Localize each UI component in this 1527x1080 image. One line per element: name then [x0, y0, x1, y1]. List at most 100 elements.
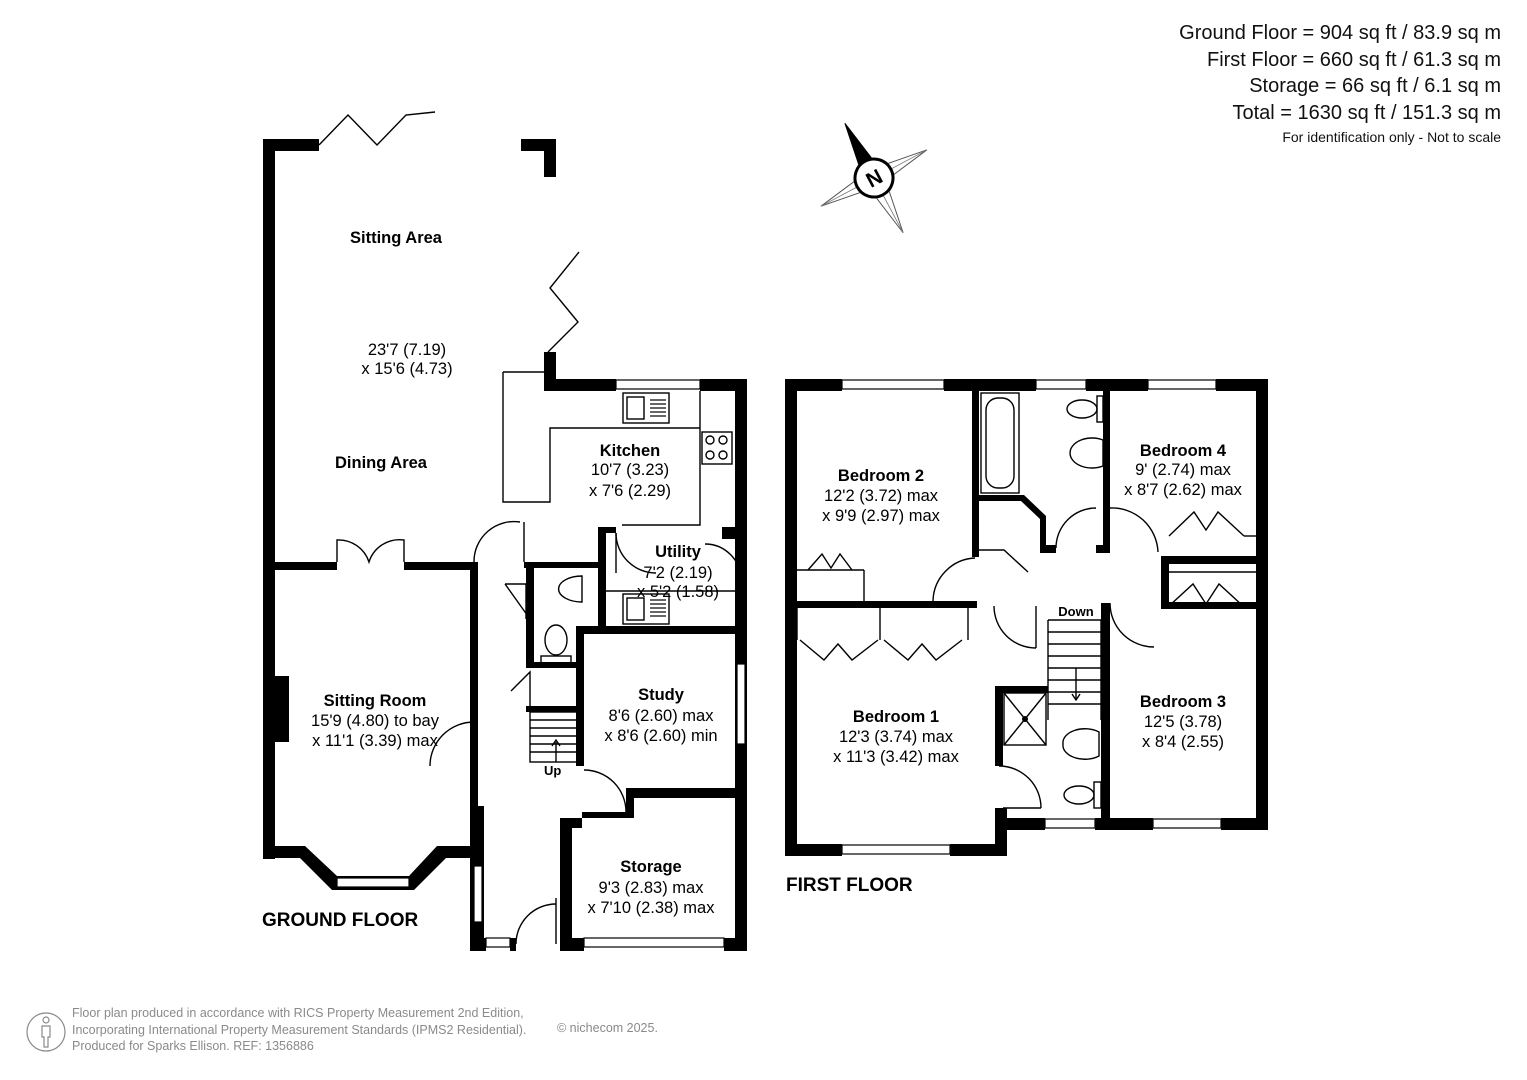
wall — [944, 379, 1036, 391]
room-dims: 12'2 (3.72) max — [824, 487, 939, 505]
window — [841, 844, 951, 855]
wall — [1161, 556, 1268, 564]
wall — [724, 938, 747, 951]
wall — [1101, 603, 1110, 818]
ground-floor-label: GROUND FLOOR — [262, 910, 418, 931]
french-doors — [336, 538, 405, 565]
wall — [785, 379, 797, 856]
stairs-down-label: Down — [1058, 604, 1093, 619]
wall — [972, 379, 979, 557]
wall — [560, 938, 584, 951]
room-dims: x 11'1 (3.39) max — [312, 732, 438, 750]
front-door-swing — [515, 903, 557, 945]
wall — [437, 846, 482, 858]
understairs-door — [510, 670, 531, 706]
wall — [524, 562, 604, 568]
room-dims: x 7'10 (2.38) max — [588, 899, 716, 917]
wall — [785, 379, 842, 391]
room-dims: x 9'9 (2.97) max — [822, 507, 941, 525]
storage-area: Storage = 66 sq ft / 6.1 sq m — [1249, 75, 1501, 97]
wall — [1216, 379, 1268, 391]
garage-door — [583, 937, 725, 948]
door-swing — [505, 583, 527, 619]
first-floor-area: First Floor = 660 sq ft / 61.3 sq m — [1206, 48, 1501, 71]
kitchen-sink — [622, 392, 670, 424]
footer-line-1: Floor plan produced in accordance with R… — [72, 1006, 524, 1020]
wardrobe-doors — [799, 639, 879, 661]
wall — [560, 818, 582, 828]
window — [1147, 379, 1217, 390]
room-bedroom-2: Bedroom 2 — [838, 467, 924, 485]
wall — [1040, 545, 1056, 553]
wall — [1161, 564, 1168, 604]
wall — [470, 938, 486, 951]
stairs-down — [1047, 619, 1102, 720]
utility-sink — [622, 593, 670, 625]
wall — [526, 568, 534, 664]
room-kitchen: Kitchen — [600, 442, 661, 460]
wall — [263, 139, 275, 859]
kitchen-counter — [622, 391, 701, 526]
first-floor-label: FIRST FLOOR — [786, 875, 913, 896]
wardrobe-doors — [1168, 510, 1245, 537]
window — [473, 865, 483, 923]
wall — [1086, 379, 1148, 391]
wall — [510, 938, 516, 951]
cupboard-door — [979, 549, 1029, 573]
room-storage: Storage — [620, 858, 681, 876]
wardrobe-doors — [883, 639, 963, 661]
compass-icon: N — [820, 122, 928, 234]
wall — [598, 527, 606, 627]
wall — [275, 562, 337, 570]
area-summary: Ground Floor = 904 sq ft / 83.9 sq m Fir… — [1179, 20, 1501, 148]
wall — [576, 626, 584, 766]
person-icon — [26, 1012, 66, 1052]
door-swing — [429, 721, 475, 767]
door-swing — [993, 605, 1037, 649]
window — [485, 937, 511, 948]
wall — [797, 601, 977, 608]
room-utility: Utility — [655, 543, 702, 561]
chimney-breast — [263, 676, 289, 742]
bay-window-frame — [298, 846, 448, 890]
door-swing — [473, 520, 521, 563]
wall — [1221, 818, 1268, 830]
wall — [560, 818, 572, 951]
wall — [1256, 379, 1268, 830]
door-swing — [1109, 507, 1159, 553]
door-swing — [1055, 507, 1097, 549]
hob — [701, 431, 733, 465]
window — [736, 663, 746, 745]
wall — [263, 139, 319, 151]
total-area: Total = 1630 sq ft / 151.3 sq m — [1232, 101, 1502, 124]
shower — [1003, 692, 1047, 746]
wall — [470, 562, 478, 807]
bifold-door-side — [547, 251, 580, 353]
window — [1152, 818, 1222, 829]
stairs-up-label: Up — [544, 763, 561, 778]
room-dims: x 7'6 (2.29) — [589, 482, 671, 500]
wall — [950, 844, 1007, 856]
wall — [735, 539, 747, 951]
wall — [1103, 379, 1110, 553]
room-bedroom-3: Bedroom 3 — [1140, 693, 1226, 711]
wall — [979, 495, 1046, 550]
footer-line-2: Incorporating International Property Mea… — [72, 1022, 527, 1037]
wall — [1095, 818, 1153, 830]
room-sitting-area: Sitting Area — [350, 229, 443, 247]
toilet — [1066, 399, 1098, 419]
room-dims: x 15'6 (4.73) — [361, 360, 452, 378]
room-bedroom-4: Bedroom 4 — [1140, 442, 1227, 460]
ground-floor: Up Si — [262, 111, 747, 951]
wc-toilet — [544, 624, 568, 656]
room-dims: 12'5 (3.78) — [1144, 713, 1222, 731]
door-swing — [998, 765, 1042, 809]
door-swing — [583, 769, 627, 813]
scale-note: For identification only - Not to scale — [1282, 129, 1501, 145]
door-swing — [1109, 602, 1155, 648]
wall — [526, 662, 582, 668]
bay-window — [336, 877, 410, 888]
wall — [995, 686, 1003, 766]
room-study: Study — [638, 686, 685, 704]
